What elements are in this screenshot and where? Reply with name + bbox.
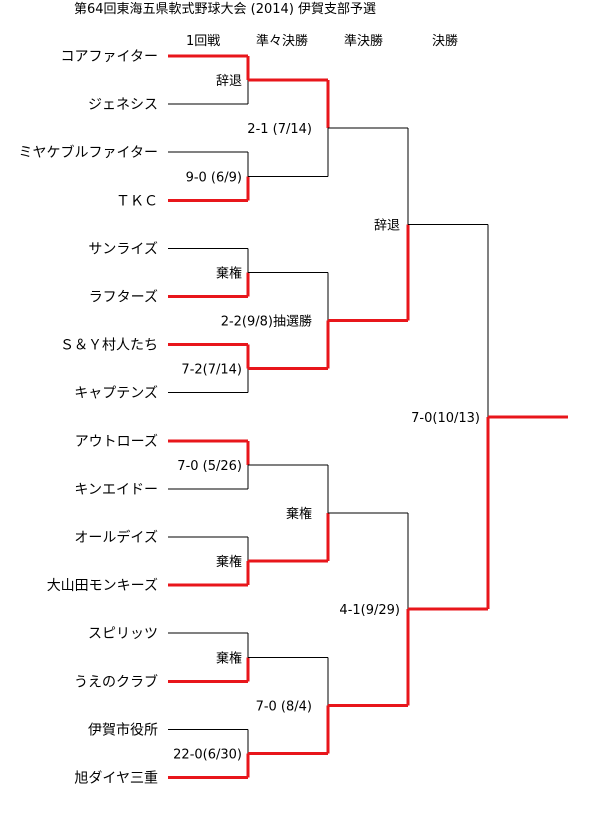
r1-result: 22-0(6/30): [173, 747, 242, 762]
team-name: コアファイター: [61, 49, 158, 65]
team-name: サンライズ: [88, 241, 158, 257]
team-name: 大山田モンキーズ: [47, 578, 158, 594]
team-name: オールデイズ: [74, 529, 158, 546]
r1-result: 9-0 (6/9): [186, 170, 242, 185]
round-header-final: 決勝: [432, 34, 458, 49]
page-title: 第64回東海五県軟式野球大会 (2014) 伊賀支部予選: [74, 1, 376, 17]
team-name: 伊賀市役所: [88, 721, 158, 738]
r1-result: 棄権: [216, 265, 242, 281]
r1-result: 7-2(7/14): [181, 363, 242, 378]
team-name: ラフターズ: [89, 290, 158, 306]
team-name: ミヤケブルファイター: [19, 144, 158, 161]
sf-result: 辞退: [374, 218, 400, 233]
sf-result: 4-1(9/29): [339, 603, 400, 618]
qf-result: 2-1 (7/14): [247, 122, 312, 137]
r1-result: 辞退: [216, 74, 242, 89]
round-header-r1: 1回戦: [186, 34, 220, 49]
team-name: ＴＫＣ: [116, 193, 158, 209]
round-header-sf: 準決勝: [344, 33, 383, 49]
round-header-qf: 準々決勝: [256, 33, 308, 49]
r1-result: 棄権: [216, 650, 242, 666]
team-name: 旭ダイヤ三重: [74, 771, 158, 787]
final-result: 7-0(10/13): [411, 411, 480, 426]
team-name: アウトローズ: [75, 434, 158, 450]
team-name: キャプテンズ: [74, 386, 158, 402]
r1-result: 7-0 (5/26): [177, 459, 242, 474]
qf-result: 棄権: [286, 506, 312, 522]
team-name: Ｓ＆Ｙ村人たち: [60, 338, 158, 354]
team-name: うえのクラブ: [74, 673, 158, 690]
team-name: ジェネシス: [88, 97, 158, 113]
qf-result: 2-2(9/8)抽選勝: [221, 315, 312, 330]
r1-result: 棄権: [216, 554, 242, 570]
team-name: スピリッツ: [88, 626, 158, 642]
qf-result: 7-0 (8/4): [256, 699, 312, 714]
team-name: キンエイドー: [74, 482, 158, 498]
